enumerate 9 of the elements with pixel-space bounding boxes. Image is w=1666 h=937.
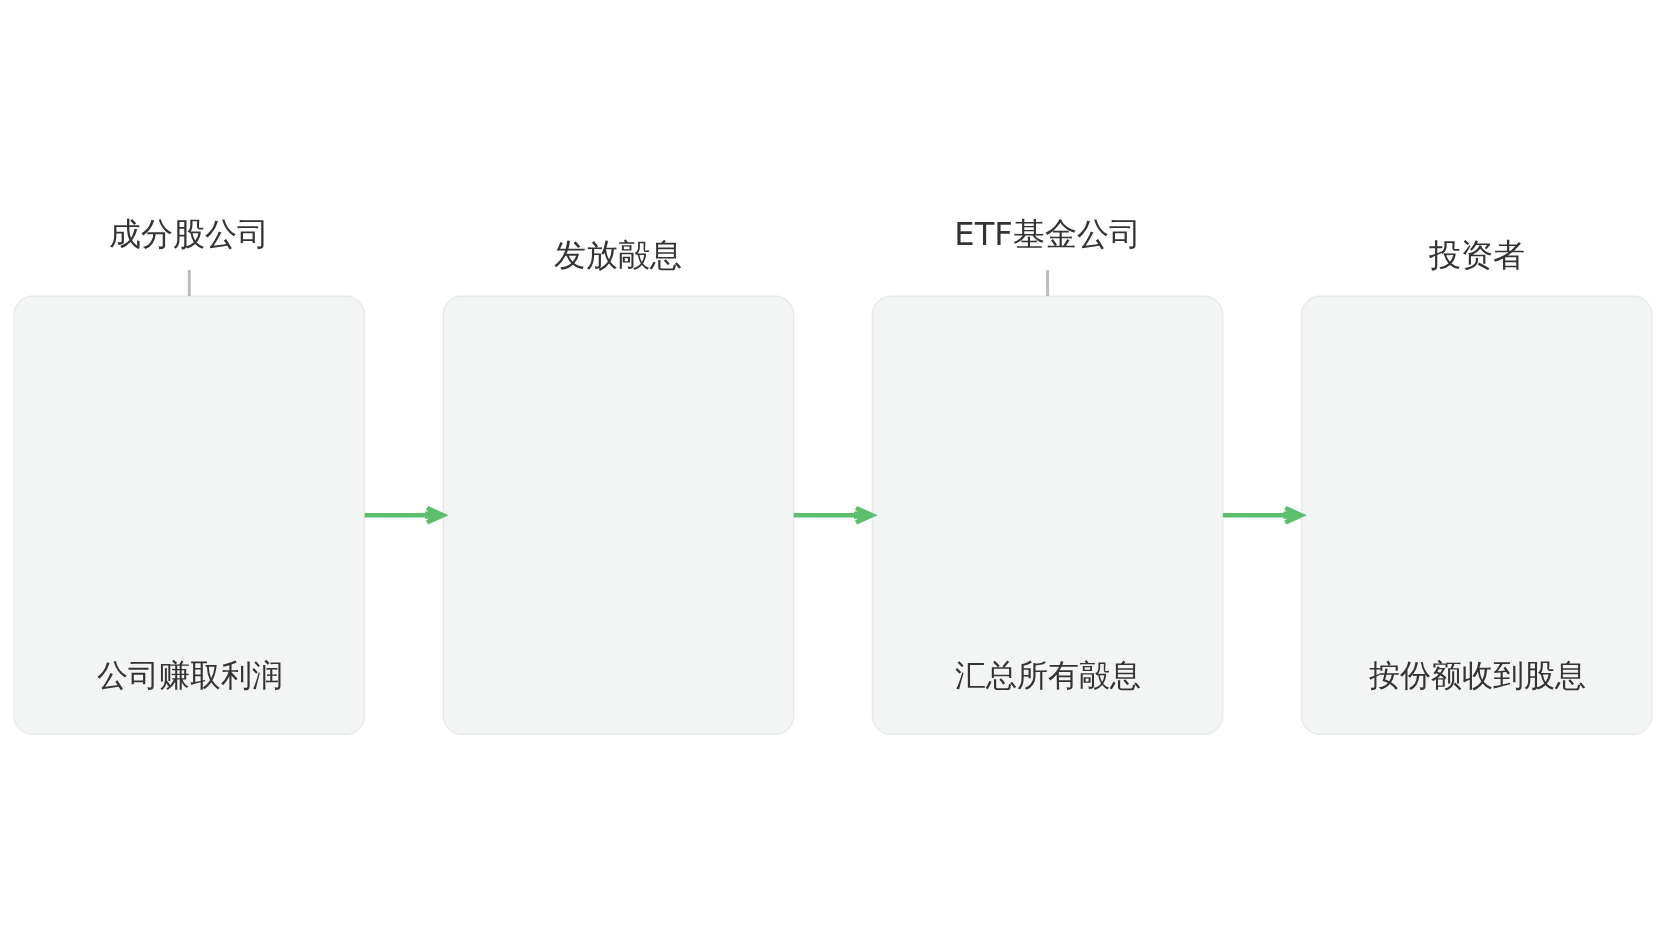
arrow bbox=[1222, 505, 1304, 525]
node-text: ETF基金公司 bbox=[954, 214, 1141, 253]
connector bbox=[187, 270, 191, 297]
node-text: 成分股公司 bbox=[109, 214, 270, 253]
arrow bbox=[364, 505, 446, 525]
arrow bbox=[793, 505, 875, 525]
node-label: 投资者 bbox=[1428, 236, 1525, 275]
connector bbox=[1046, 270, 1050, 297]
node-label: 发放毃息 bbox=[554, 236, 683, 275]
